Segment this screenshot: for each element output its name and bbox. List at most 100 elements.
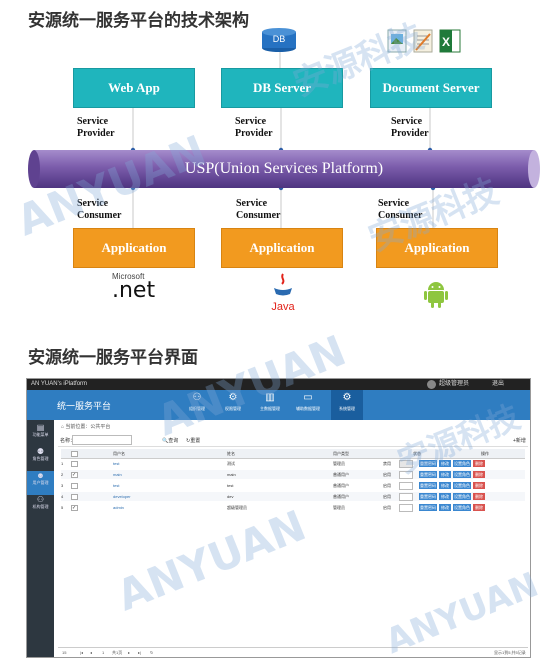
status-toggle[interactable] [399,504,413,512]
delete-button[interactable]: 删除 [473,460,485,467]
nav-permission[interactable]: ⚙权限管理 [219,390,247,420]
row-checkbox[interactable] [71,461,78,467]
reset-password-button[interactable]: 重置密码 [419,482,437,489]
row-checkbox[interactable] [71,483,78,489]
status-toggle[interactable] [399,493,413,501]
next-page-icon[interactable]: ▸ [128,650,131,655]
nav-master-data[interactable]: ▥主数据管理 [255,390,285,420]
gear-icon: ⚙ [342,392,352,403]
edit-button[interactable]: 修改 [439,504,451,511]
reset-password-button[interactable]: 重置密码 [419,460,437,467]
add-button[interactable]: +新增 [513,438,526,444]
set-role-button[interactable]: 设置角色 [453,482,471,489]
user-name[interactable]: 超级管理员 [439,381,470,387]
reset-password-button[interactable]: 重置密码 [419,504,437,511]
chart-icon: ▥ [265,392,275,403]
col-username: 用户名 [113,451,125,456]
delete-button[interactable]: 删除 [473,493,485,500]
set-role-button[interactable]: 设置角色 [453,493,471,500]
platform-label: USP(Union Services Platform) [184,160,384,177]
search-input[interactable] [72,435,132,445]
nav-aux-data[interactable]: ▭辅助数据管理 [291,390,325,420]
sidebar-item-roles[interactable]: ⚉角色管理 [27,447,54,471]
sidebar: ▤功能菜单 ⚉角色管理 ☻用户管理 ⚇机构管理 [27,420,54,657]
reset-button[interactable]: ↻重置 [186,438,201,444]
app-brand: 统一服务平台 [57,402,112,412]
edit-button[interactable]: 修改 [439,482,451,489]
document-server-box: Document Server [370,68,492,108]
row-type: 普通用户 [333,472,349,477]
nav-org[interactable]: ⚇组织管理 [183,390,211,420]
reset-password-button[interactable]: 重置密码 [419,471,437,478]
status-toggle[interactable] [399,471,413,479]
col-ops: 操作 [481,451,489,456]
edit-button[interactable]: 修改 [439,493,451,500]
menu-icon: ▤ [36,423,45,432]
set-role-button[interactable]: 设置角色 [453,471,471,478]
search-button[interactable]: 🔍查询 [162,438,179,444]
set-role-button[interactable]: 设置角色 [453,460,471,467]
sidebar-item-org[interactable]: ⚇机构管理 [27,495,54,519]
application-box-1: Application [73,228,195,268]
row-type: 管理员 [333,505,345,510]
row-username: test [113,483,120,488]
select-all-checkbox[interactable] [71,451,78,457]
set-role-button[interactable]: 设置角色 [453,504,471,511]
ui-title: 安源统一服务平台界面 [28,348,198,368]
sidebar-item-menu[interactable]: ▤功能菜单 [27,420,54,447]
app-screenshot: AN YUAN's iPlatform 超级管理员 退出 统一服务平台 ⚇组织管… [26,378,531,658]
row-username: main [113,472,122,477]
col-type: 用户类型 [333,451,349,456]
status-toggle[interactable] [399,482,413,490]
prev-page-icon[interactable]: ◂ [90,650,93,655]
delete-button[interactable]: 删除 [473,504,485,511]
row-checkbox[interactable] [71,494,78,500]
table-header: 用户名 姓名 用户类型 状态 操作 [61,449,525,459]
avatar [427,380,436,389]
page-number[interactable]: 1 [102,650,105,655]
row-number: 3 [61,483,64,488]
text-file-icon [413,29,433,53]
reset-password-button[interactable]: 重置密码 [419,493,437,500]
col-status: 状态 [413,451,421,456]
architecture-title: 安源统一服务平台的技术架构 [28,11,249,31]
row-username: admin [113,505,124,510]
row-checkbox[interactable]: ✓ [71,505,78,511]
delete-button[interactable]: 删除 [473,471,485,478]
database-icon [262,28,296,52]
edit-button[interactable]: 修改 [439,471,451,478]
total-pages: 共1页 [112,650,123,655]
excel-file-icon: X [439,29,461,53]
refresh-icon[interactable]: ↻ [150,650,154,655]
document-icons: X [387,29,461,53]
last-page-icon[interactable]: ▸| [138,650,142,655]
logout-link[interactable]: 退出 [492,381,505,387]
edit-button[interactable]: 修改 [439,460,451,467]
delete-button[interactable]: 删除 [473,482,485,489]
row-username: test [113,461,120,466]
card-icon: ▭ [303,392,313,403]
android-icon [424,282,448,308]
row-name: 超级管理员 [227,505,247,510]
page-size-select[interactable]: 15 [62,650,67,655]
sidebar-item-users[interactable]: ☻用户管理 [27,471,54,495]
nav-system[interactable]: ⚙系统管理 [331,390,363,420]
row-name: main [227,472,236,477]
status-toggle[interactable] [399,460,413,468]
user-icon: ☻ [36,471,45,480]
row-type: 管理员 [333,461,345,466]
gears-icon: ⚙ [228,392,238,403]
db-server-box: DB Server [221,68,343,108]
row-checkbox[interactable]: ✓ [71,472,78,478]
row-status: 启用 [383,483,391,488]
first-page-icon[interactable]: |◂ [80,650,84,655]
